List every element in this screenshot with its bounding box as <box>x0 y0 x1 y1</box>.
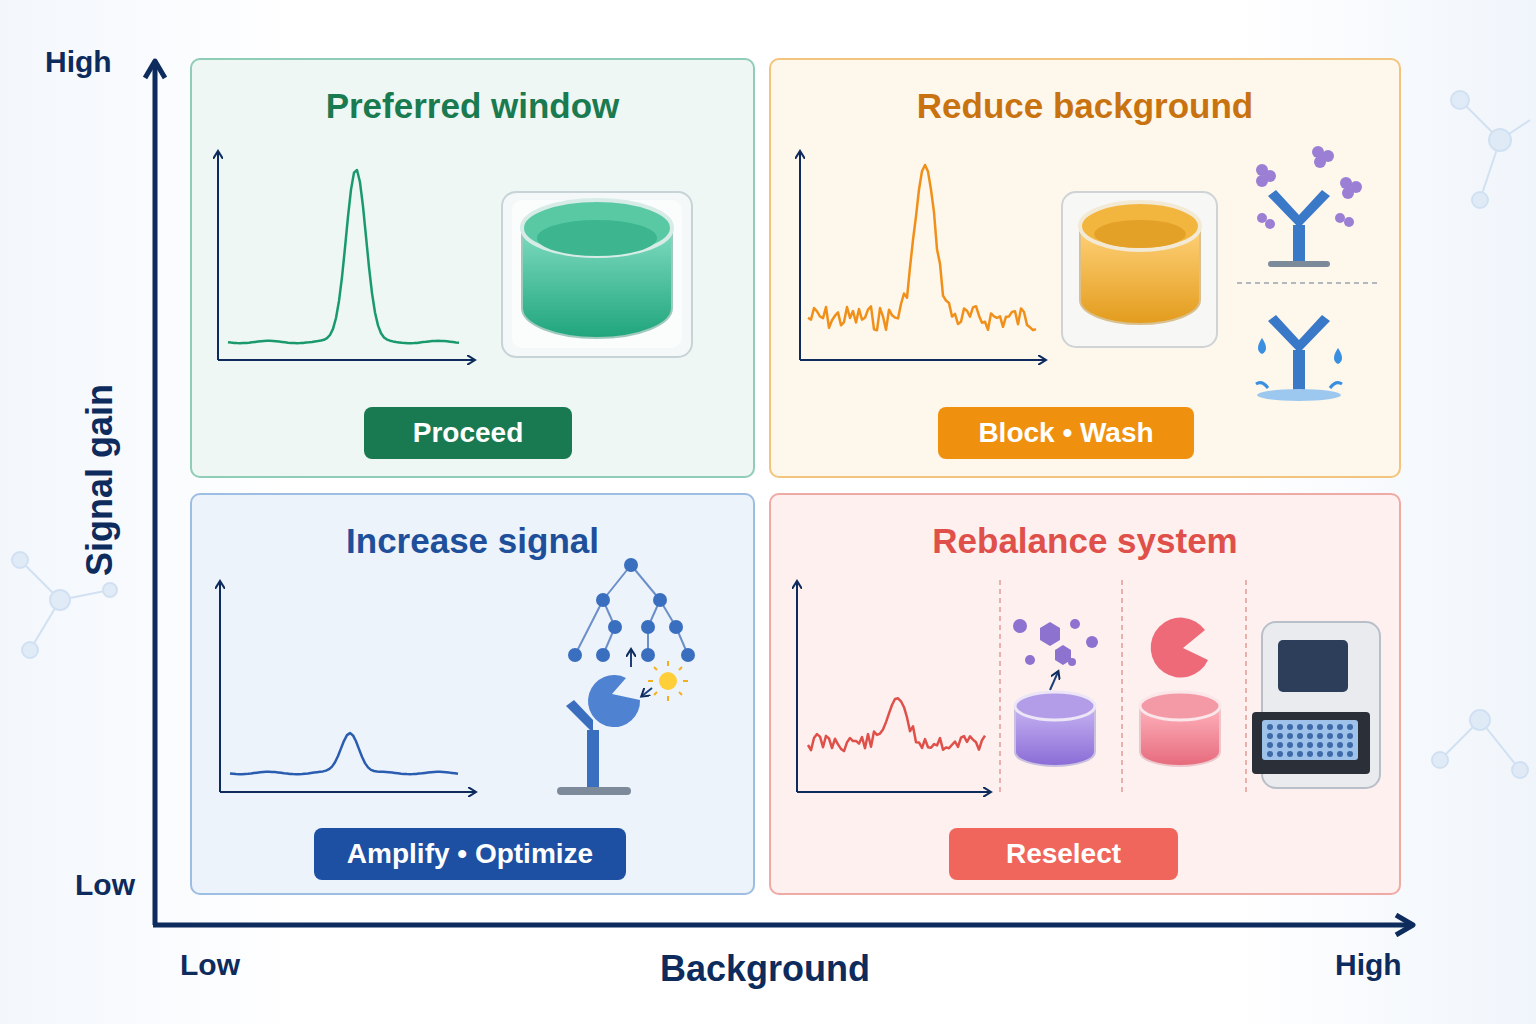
plate-well <box>1307 742 1313 748</box>
axis-label: High <box>1335 948 1402 982</box>
plate-well <box>1287 742 1293 748</box>
plate-well <box>1287 724 1293 730</box>
quadrant-panel: Rebalance systemReselect <box>769 493 1401 895</box>
plate-well <box>1337 751 1343 757</box>
plate-well <box>1327 751 1333 757</box>
plate-well <box>1277 742 1283 748</box>
plate-well <box>1347 724 1353 730</box>
quadrant-heading: Increase signal <box>192 521 753 561</box>
button-label: Reselect <box>1006 838 1121 870</box>
plate-well <box>1337 742 1343 748</box>
quadrant-panel: Reduce backgroundBlock • Wash <box>769 58 1401 478</box>
plate-well <box>1317 751 1323 757</box>
plate-well <box>1307 751 1313 757</box>
plate-well <box>1267 751 1273 757</box>
axis-label: High <box>45 45 112 79</box>
plate-well <box>1317 724 1323 730</box>
plate-well <box>1297 724 1303 730</box>
plate-well <box>1317 742 1323 748</box>
plate-well <box>1327 733 1333 739</box>
quadrant-heading: Reduce background <box>771 86 1399 126</box>
plate-well <box>1347 742 1353 748</box>
quadrant-panel: Increase signalAmplify • Optimize <box>190 493 755 895</box>
plate-well <box>1347 751 1353 757</box>
plate-well <box>1287 733 1293 739</box>
signal-curve <box>228 170 459 343</box>
axis-label: Signal gain <box>79 384 121 576</box>
signal-curve <box>230 733 458 774</box>
axis-label: Background <box>660 948 870 990</box>
plate-well <box>1297 733 1303 739</box>
signal-curve <box>808 698 985 751</box>
plate-well <box>1267 724 1273 730</box>
button-label: Block • Wash <box>978 417 1153 449</box>
action-button: Amplify • Optimize <box>314 828 626 880</box>
axis-label: Low <box>180 948 240 982</box>
plate-well <box>1337 733 1343 739</box>
action-button: Proceed <box>364 407 572 459</box>
action-button: Block • Wash <box>938 407 1194 459</box>
plate-well <box>1327 742 1333 748</box>
plate-well <box>1337 724 1343 730</box>
plate-well <box>1347 733 1353 739</box>
quadrant-panel: Preferred windowProceed <box>190 58 755 478</box>
plate-well <box>1297 742 1303 748</box>
quadrant-heading: Preferred window <box>192 86 753 126</box>
signal-curve <box>808 165 1036 330</box>
button-label: Amplify • Optimize <box>347 838 593 870</box>
plate-well <box>1307 724 1313 730</box>
axis-label: Low <box>75 868 135 902</box>
plate-well <box>1327 724 1333 730</box>
plate-well <box>1277 733 1283 739</box>
plate-well <box>1287 751 1293 757</box>
plate-well <box>1297 751 1303 757</box>
plate-well <box>1307 733 1313 739</box>
quadrant-heading: Rebalance system <box>771 521 1399 561</box>
button-label: Proceed <box>413 417 524 449</box>
plate-well <box>1277 751 1283 757</box>
plate-well <box>1267 742 1273 748</box>
plate-well <box>1277 724 1283 730</box>
plate-well <box>1317 733 1323 739</box>
plate-well <box>1267 733 1273 739</box>
action-button: Reselect <box>949 828 1178 880</box>
